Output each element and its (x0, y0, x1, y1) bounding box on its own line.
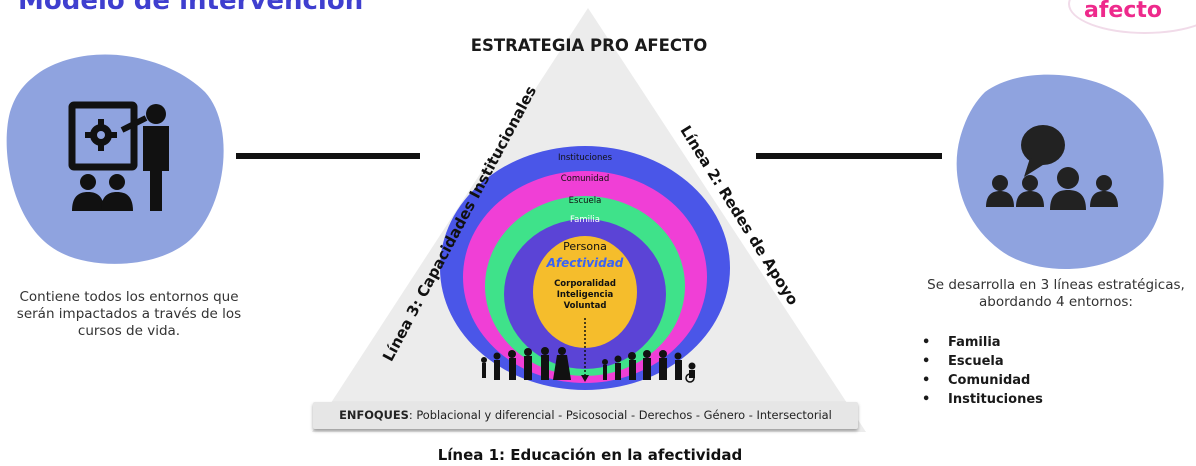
core-afectividad: Afectividad (546, 256, 624, 270)
left-blob (6, 54, 224, 264)
core-persona: Persona (563, 240, 607, 253)
ring-label-instituciones: Instituciones (558, 153, 613, 163)
diagram-title: ESTRATEGIA PRO AFECTO (471, 36, 708, 55)
concentric-rings (440, 146, 730, 390)
presentation-gear-icon (68, 101, 169, 211)
core-corporalidad: Corporalidad (554, 279, 616, 289)
ring-core (533, 236, 637, 348)
people-silhouettes (481, 347, 696, 383)
right-caption: Se desarrolla en 3 líneas estratégicas, … (927, 277, 1185, 310)
arrow-head (581, 375, 589, 382)
page-title: Modelo de intervención (18, 0, 364, 16)
entornos-list: Familia Escuela Comunidad Instituciones (922, 333, 1043, 409)
list-item-familia: Familia (922, 333, 1043, 352)
left-caption: Contiene todos los entornos que serán im… (16, 289, 242, 339)
ring-label-familia: Familia (570, 215, 600, 225)
group-speech-icon (986, 125, 1118, 210)
enfoques-label: ENFOQUES (339, 408, 409, 422)
list-item-escuela: Escuela (922, 352, 1043, 371)
ring-label-escuela: Escuela (569, 196, 602, 206)
brand-logo-text: afecto (1084, 0, 1163, 23)
list-item-comunidad: Comunidad (922, 371, 1043, 390)
enfoques-text: : Poblacional y diferencial - Psicosocia… (408, 408, 832, 422)
ring-label-comunidad: Comunidad (561, 174, 610, 184)
list-item-instituciones: Instituciones (922, 390, 1043, 409)
core-voluntad: Voluntad (564, 301, 607, 311)
core-inteligencia: Inteligencia (557, 290, 614, 300)
enfoques-bar: ENFOQUES: Poblacional y diferencial - Ps… (313, 402, 858, 429)
linea1-label: Línea 1: Educación en la afectividad (437, 446, 743, 464)
